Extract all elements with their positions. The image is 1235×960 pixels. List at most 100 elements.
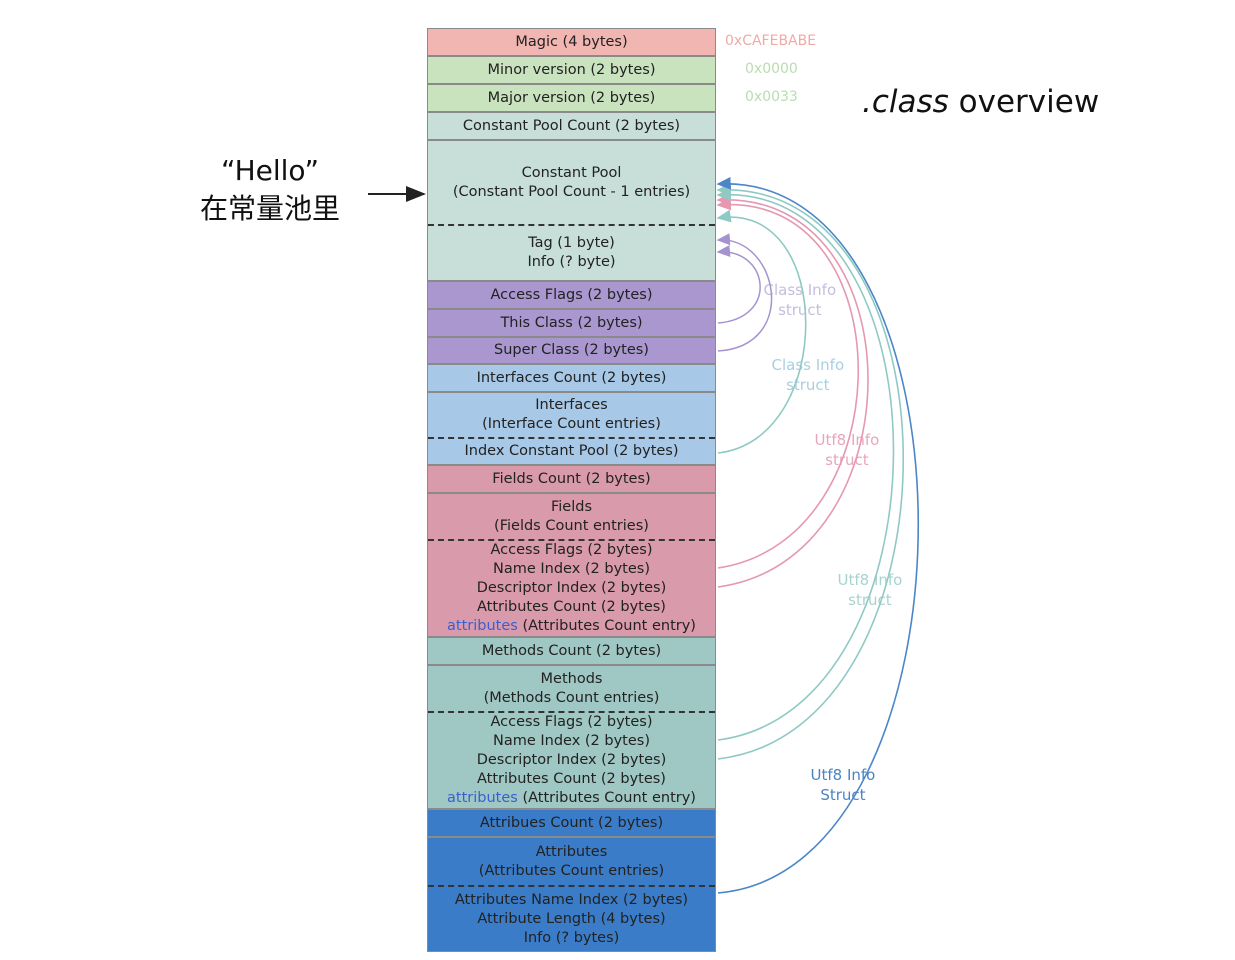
block-fields-seg: Fields (Fields Count entries) (428, 494, 715, 539)
block-text: Constant Pool (521, 164, 622, 181)
block-methods-seg: Methods (Methods Count entries) (428, 666, 715, 711)
block-text: Access Flags (2 bytes) (490, 286, 653, 303)
block-text: Constant Pool Count (2 bytes) (462, 117, 681, 134)
block-text: Attributes Count (2 bytes) (477, 771, 666, 787)
block-interfaces: Interfaces (Interface Count entries) Index… (427, 392, 716, 465)
block-ifcount-seg: Interfaces Count (2 bytes) (428, 365, 715, 391)
title-italic: .class (862, 84, 949, 120)
block-thisclass: This Class (2 bytes) (427, 309, 716, 337)
label-line: Utf8 Info (814, 431, 880, 449)
block-text: Descriptor Index (2 bytes) (476, 752, 667, 768)
block-text: attributes (Attributes Count entry) (447, 618, 696, 634)
block-superclass-seg: Super Class (2 bytes) (428, 338, 715, 363)
block-cpool-seg: Tag (1 byte)Info (? byte) (428, 224, 715, 280)
block-text: Attributes (535, 843, 608, 860)
callout-line2: 在常量池里 (200, 192, 341, 225)
block-text: Minor version (2 bytes) (487, 61, 656, 78)
block-methods-seg: Access Flags (2 bytes) Name Index (2 byte… (428, 711, 715, 808)
block-ifcount: Interfaces Count (2 bytes) (427, 364, 716, 392)
hello-callout: “Hello” 在常量池里 (200, 152, 340, 228)
attributes-link-text: attributes (447, 790, 518, 806)
reference-arc (716, 187, 895, 741)
block-text: Attribute Length (4 bytes) (477, 910, 666, 927)
block-text: (Attributes Count entries) (478, 862, 665, 879)
block-mcount-seg: Methods Count (2 bytes) (428, 638, 715, 664)
block-text: Magic (4 bytes) (515, 33, 628, 50)
label-line: Struct (820, 786, 866, 804)
block-text: This Class (2 bytes) (500, 314, 643, 331)
block-cpcount-seg: Constant Pool Count (2 bytes) (428, 113, 715, 139)
block-cpool: Constant Pool(Constant Pool Count - 1 en… (427, 140, 716, 281)
label-classinfo1: Class Info struct (764, 280, 837, 320)
block-text: Fields Count (2 bytes) (492, 470, 651, 487)
block-minor-seg: Minor version (2 bytes) (428, 57, 715, 83)
reference-arc (716, 209, 807, 454)
block-major-seg: Major version (2 bytes) (428, 85, 715, 111)
block-access: Access Flags (2 bytes) (427, 281, 716, 309)
reference-arc (716, 245, 761, 324)
block-superclass: Super Class (2 bytes) (427, 337, 716, 364)
reference-arc (716, 176, 920, 894)
block-acount: Attribues Count (2 bytes) (427, 809, 716, 837)
block-text: Access Flags (2 bytes) (490, 714, 653, 730)
block-text: Attribues Count (2 bytes) (479, 814, 664, 831)
reference-arc (716, 233, 773, 352)
block-interfaces-seg: Index Constant Pool (2 bytes) (428, 437, 715, 464)
reference-arc (716, 183, 904, 760)
block-access-seg: Access Flags (2 bytes) (428, 282, 715, 308)
block-fcount: Fields Count (2 bytes) (427, 465, 716, 493)
block-fcount-seg: Fields Count (2 bytes) (428, 466, 715, 492)
block-text: Interfaces Count (2 bytes) (476, 369, 667, 386)
reference-arc (716, 197, 859, 569)
hex-magic: 0xCAFEBABE (725, 33, 817, 49)
block-acount-seg: Attribues Count (2 bytes) (428, 810, 715, 836)
block-fields: Fields (Fields Count entries) Access Flags… (427, 493, 716, 637)
block-attrs-seg: Attributes Name Index (2 bytes) Attribute… (428, 885, 715, 951)
block-text: Interfaces (535, 397, 608, 414)
block-attrs-seg: Attributes (Attributes Count entries) (428, 838, 715, 885)
block-text: (Methods Count entries) (483, 689, 660, 706)
label-line: Utf8 Info (810, 766, 876, 784)
block-cpool-seg: Constant Pool(Constant Pool Count - 1 en… (428, 141, 715, 224)
attributes-link-text: attributes (447, 618, 518, 634)
block-minor: Minor version (2 bytes) (427, 56, 716, 84)
block-text: attributes (Attributes Count entry) (447, 790, 696, 806)
block-text: Fields (550, 498, 593, 515)
callout-line1: “Hello” (220, 154, 320, 187)
block-mcount: Methods Count (2 bytes) (427, 637, 716, 665)
label-line: struct (848, 591, 892, 609)
block-text: Methods Count (2 bytes) (481, 642, 662, 659)
block-magic: Magic (4 bytes) (427, 28, 716, 56)
block-text: Attributes Name Index (2 bytes) (454, 891, 689, 908)
block-text: (Fields Count entries) (494, 517, 649, 534)
block-text: Info (? byte) (527, 254, 616, 271)
hex-minor: 0x0000 (745, 61, 798, 77)
label-line: Class Info (763, 281, 837, 299)
hex-major: 0x0033 (745, 89, 798, 105)
block-text: Descriptor Index (2 bytes) (476, 580, 667, 596)
block-text: Name Index (2 bytes) (492, 561, 650, 577)
block-text: Access Flags (2 bytes) (490, 542, 653, 558)
block-text: (Interface Count entries) (482, 416, 661, 433)
block-cpcount: Constant Pool Count (2 bytes) (427, 112, 716, 140)
block-text: Name Index (2 bytes) (492, 733, 650, 749)
block-text: Info (? bytes) (523, 929, 620, 946)
block-attrs: Attributes(Attributes Count entries)Attr… (427, 837, 716, 952)
label-line: struct (778, 301, 822, 319)
diagram-title: .class overview (862, 84, 1099, 120)
label-line: Class Info (771, 356, 845, 374)
block-methods: Methods (Methods Count entries) Access Fla… (427, 665, 716, 809)
block-text: Methods (540, 670, 603, 687)
title-rest: overview (948, 84, 1100, 120)
block-interfaces-seg: Interfaces (Interface Count entries) (428, 393, 715, 437)
block-text: Attributes Count (2 bytes) (477, 599, 666, 615)
block-fields-seg: Access Flags (2 bytes) Name Index (2 byte… (428, 539, 715, 636)
block-text: Super Class (2 bytes) (494, 342, 649, 358)
reference-arc (716, 192, 869, 588)
block-text: Index Constant Pool (2 bytes) (464, 443, 679, 460)
block-major: Major version (2 bytes) (427, 84, 716, 112)
block-thisclass-seg: This Class (2 bytes) (428, 310, 715, 336)
block-text: Major version (2 bytes) (487, 89, 656, 106)
